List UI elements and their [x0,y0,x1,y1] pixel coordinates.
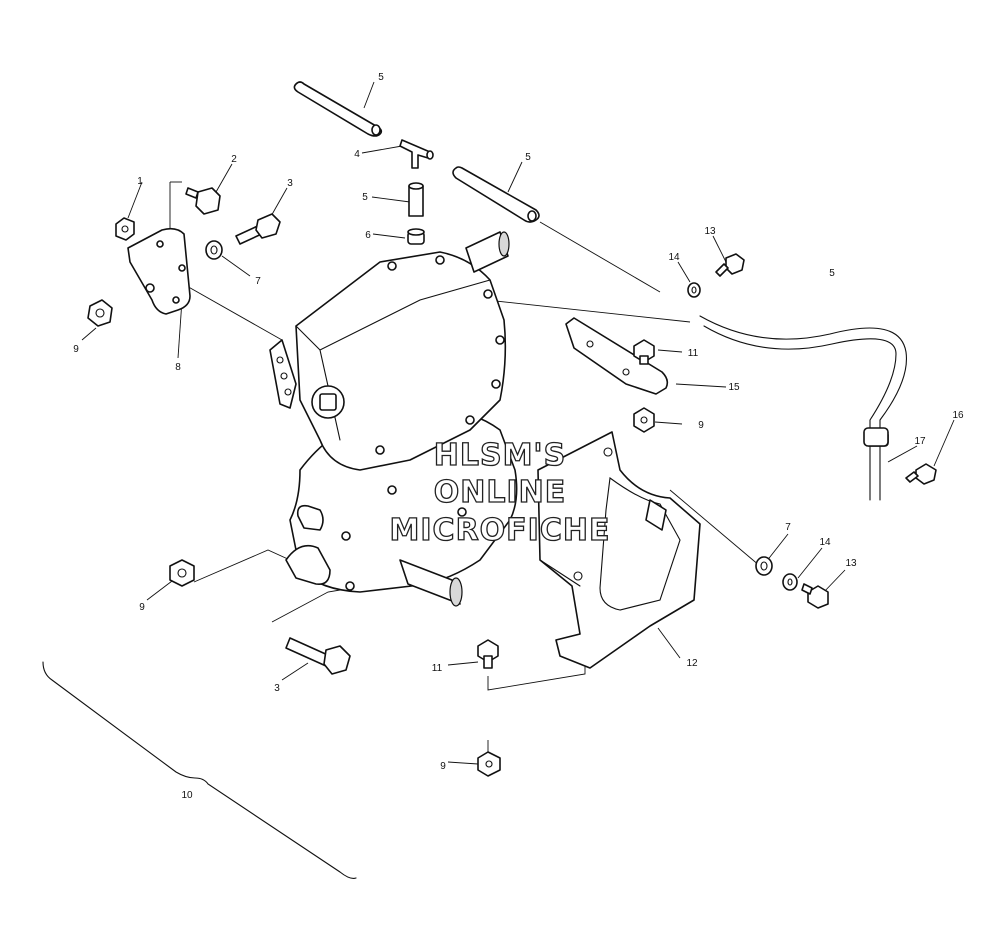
watermark-line-1: HLSM'S [434,438,566,473]
callout-11: 11 [432,663,443,674]
callout-1: 1 [137,176,143,187]
assembly-bracket-10 [42,661,357,879]
callout-7: 7 [785,522,791,533]
hose-5-top [293,81,383,137]
gearcase-assembly [269,231,518,607]
callout-9: 9 [139,602,145,613]
guard-12 [537,431,701,669]
callout-13: 13 [704,226,716,237]
callout-3: 3 [274,683,280,694]
callout-14: 14 [668,252,680,263]
hose-5-long [699,315,908,501]
callout-11: 11 [688,348,699,359]
washer-7-left [205,240,223,260]
screw-16 [905,463,937,485]
clamp-6 [407,228,425,245]
bolt-2 [185,187,221,215]
callout-5: 5 [525,152,531,163]
bracket-15 [565,317,669,395]
callout-7: 7 [255,276,261,287]
callout-8: 8 [175,362,181,373]
t-fitting-4 [399,139,434,169]
callout-12: 12 [686,658,698,669]
clip-17 [863,427,889,447]
nut-9-lower-left [169,559,195,587]
callout-5: 5 [362,192,368,203]
washer-7-right [755,556,773,576]
callout-2: 2 [231,154,237,165]
bolt-3-top [235,213,281,245]
nut-9-bottom [477,751,501,777]
callout-9: 9 [698,420,704,431]
bolt-13-right [801,583,829,609]
leader-lines [81,81,955,765]
callout-9: 9 [73,344,79,355]
watermark-line-3: MICROFICHE [390,513,611,548]
nut-9-right [633,407,655,433]
watermark: HLSM'S ONLINE MICROFICHE [389,437,611,548]
callout-10: 10 [181,790,193,801]
washer-14-top [687,282,701,298]
callout-3: 3 [287,178,293,189]
washer-14-right [782,573,798,591]
callout-9: 9 [440,761,446,772]
bolt-11-top [633,339,655,365]
hose-5-short [408,182,424,217]
callout-14: 14 [819,537,831,548]
callout-6: 6 [365,230,371,241]
watermark-line-2: ONLINE [434,475,567,510]
callout-17: 17 [914,436,926,447]
nut-9-left [87,299,113,327]
callout-13: 13 [845,558,857,569]
hose-5-right [452,166,540,223]
callout-5: 5 [829,268,835,279]
callout-15: 15 [728,382,740,393]
callout-labels: 5 4 5 5 6 1 2 3 7 9 8 13 14 5 11 15 9 17… [73,72,964,801]
bolt-3-bottom [285,637,351,675]
nut-1 [115,217,135,241]
callout-16: 16 [952,410,964,421]
callout-4: 4 [354,149,360,160]
callout-5: 5 [378,72,384,83]
bolt-11-bottom [477,639,499,669]
mount-plate-8 [127,227,191,315]
bolt-13-top [715,253,745,277]
